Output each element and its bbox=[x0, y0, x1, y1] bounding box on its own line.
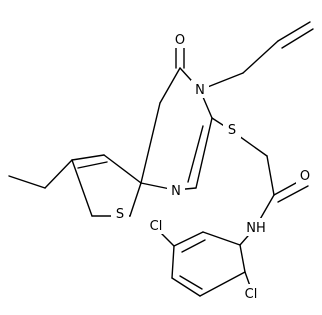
bond bbox=[71, 154, 105, 161]
bond bbox=[171, 277, 201, 297]
bond bbox=[71, 159, 93, 217]
bond bbox=[8, 175, 46, 189]
atom-labels: O N N S S O NH Cl Cl bbox=[111, 30, 314, 302]
bond bbox=[179, 275, 203, 290]
atom-sulfur-thioether: S bbox=[228, 123, 236, 138]
bond bbox=[171, 245, 175, 279]
atom-nitrogen-ring: N bbox=[171, 184, 181, 199]
bond bbox=[173, 231, 204, 247]
bond bbox=[181, 239, 206, 253]
bond bbox=[103, 154, 142, 184]
bond bbox=[159, 67, 181, 104]
bond bbox=[77, 161, 108, 169]
atom-chlorine-top: Cl bbox=[150, 219, 163, 234]
bond bbox=[239, 244, 246, 273]
bond bbox=[202, 231, 241, 246]
bond bbox=[242, 40, 279, 74]
bond bbox=[140, 102, 161, 184]
bond bbox=[129, 182, 142, 217]
bond bbox=[187, 125, 204, 183]
bond bbox=[195, 117, 213, 189]
bond bbox=[277, 185, 309, 203]
bond bbox=[266, 155, 275, 196]
atom-oxygen-carbonyl: O bbox=[175, 33, 185, 48]
atom-nitrogen-allyl: N bbox=[195, 83, 205, 98]
bond bbox=[199, 271, 246, 297]
atom-sulfur-thiophene: S bbox=[116, 207, 124, 222]
bond bbox=[281, 28, 314, 49]
bond bbox=[244, 271, 251, 287]
bond bbox=[44, 159, 73, 189]
atom-chlorine-bottom: Cl bbox=[245, 287, 258, 302]
bond bbox=[277, 21, 311, 42]
bonds bbox=[8, 21, 314, 297]
atom-oxygen-amide: O bbox=[300, 169, 310, 184]
atom-nitrogen-amide: NH bbox=[246, 221, 266, 236]
